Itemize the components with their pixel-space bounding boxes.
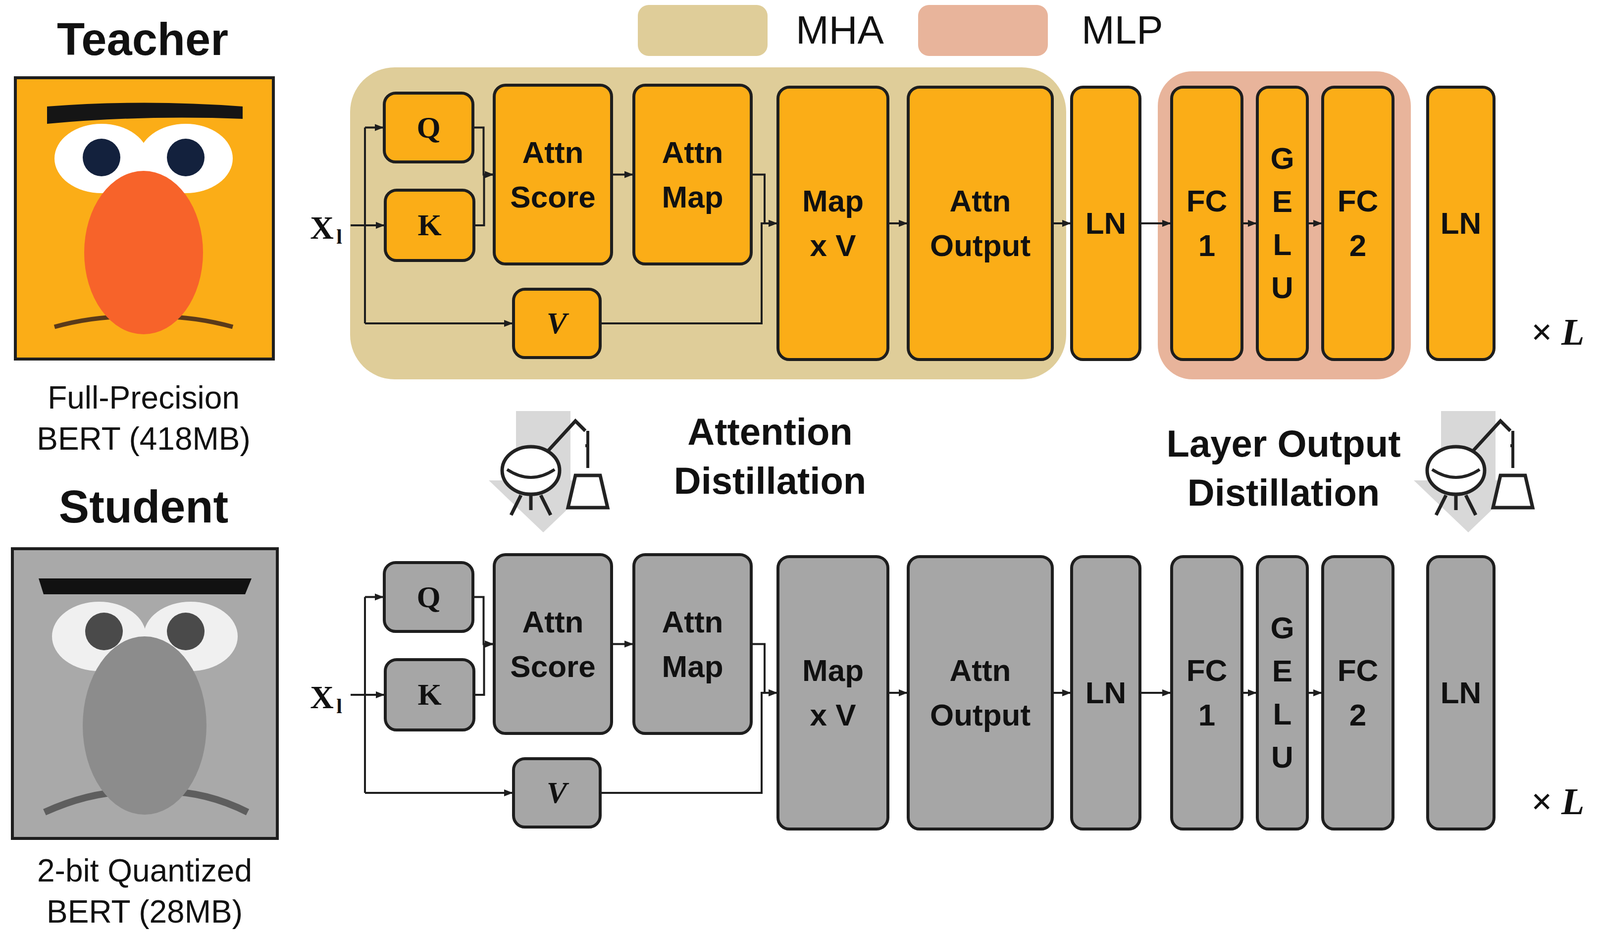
process-box: K	[383, 658, 476, 732]
input-wire	[350, 693, 365, 696]
flow-arrow	[613, 173, 633, 176]
flow-arrow	[475, 174, 493, 226]
box-label: Q	[416, 574, 441, 620]
input-wire	[364, 224, 384, 227]
box-label: V	[546, 301, 568, 346]
process-box: Map x V	[776, 555, 890, 831]
flow-arrow	[1308, 691, 1322, 694]
box-label: FC 2	[1337, 178, 1379, 268]
box-label: FC 2	[1337, 648, 1379, 738]
flow-arrow	[889, 222, 907, 225]
box-label: Attn Map	[662, 130, 724, 220]
input-wire	[364, 791, 513, 794]
flow-arrow	[1141, 222, 1171, 225]
process-box: LN	[1070, 85, 1142, 362]
distill-icon	[488, 411, 608, 533]
box-label: Attn Output	[929, 648, 1031, 738]
text-label: Layer Output Distillation	[1149, 419, 1418, 518]
process-box: Q	[382, 91, 475, 164]
text-label: Student	[58, 477, 229, 537]
text-label: Teacher	[56, 9, 229, 70]
text-label: 2-bit Quantized BERT (28MB)	[3, 850, 286, 933]
box-label: Attn Score	[510, 599, 596, 689]
process-box: LN	[1426, 85, 1496, 362]
teacher-illustration	[15, 77, 274, 360]
process-box: Map x V	[776, 85, 890, 362]
box-label: LN	[1085, 670, 1127, 716]
legend-swatch	[918, 4, 1048, 56]
box-label: V	[546, 770, 568, 816]
process-box: FC 1	[1170, 555, 1244, 831]
distill-icon	[1413, 411, 1533, 533]
flow-arrow	[752, 174, 777, 224]
student-illustration	[12, 548, 278, 839]
box-label: Attn Output	[929, 178, 1031, 268]
flow-arrow	[613, 643, 633, 646]
flow-arrow	[474, 597, 493, 645]
flow-arrow	[474, 127, 493, 175]
flow-arrow	[1243, 222, 1256, 225]
process-box: GELU	[1255, 555, 1309, 831]
box-label: GELU	[1267, 137, 1298, 310]
box-label: Attn Score	[510, 130, 596, 220]
text-label: × L	[1530, 776, 1585, 826]
text-label: l	[336, 692, 343, 721]
process-box: Attn Score	[492, 83, 614, 266]
box-label: Q	[416, 105, 441, 151]
flow-arrow	[889, 691, 907, 694]
flow-arrow	[1308, 222, 1322, 225]
process-box: FC 2	[1321, 85, 1395, 362]
flow-arrow	[1243, 691, 1256, 694]
legend-text: MHA	[795, 7, 884, 53]
box-label: K	[417, 203, 442, 248]
box-label: FC 1	[1186, 178, 1228, 268]
process-box: K	[383, 188, 476, 262]
text-label: Full-Precision BERT (418MB)	[2, 377, 285, 460]
process-box: Attn Score	[492, 553, 614, 735]
input-wire	[364, 693, 384, 696]
text-label: Attention Distillation	[651, 407, 889, 506]
box-label: LN	[1440, 670, 1482, 716]
process-box: Attn Map	[632, 83, 753, 266]
box-label: Attn Map	[662, 599, 724, 689]
process-box: FC 1	[1170, 85, 1244, 362]
input-wire	[350, 224, 365, 227]
text-label: l	[336, 223, 343, 251]
text-label: × L	[1530, 307, 1585, 357]
text-label: X	[309, 206, 334, 250]
process-box: LN	[1070, 555, 1142, 831]
process-box: Attn Output	[906, 555, 1054, 831]
flow-arrow	[1053, 691, 1071, 694]
flow-arrow	[475, 644, 493, 696]
legend-swatch	[637, 4, 768, 56]
flow-arrow	[752, 644, 777, 694]
legend-text: MLP	[1081, 7, 1164, 53]
box-label: GELU	[1267, 606, 1298, 779]
box-label: Map x V	[802, 648, 864, 738]
mlp-band	[1157, 71, 1411, 380]
flow-arrow	[1053, 222, 1071, 225]
input-wire	[364, 596, 383, 599]
process-box: V	[512, 757, 602, 829]
process-box: GELU	[1255, 85, 1309, 362]
text-label: X	[309, 675, 334, 719]
process-box: V	[512, 287, 602, 360]
input-wire	[364, 126, 383, 129]
process-box: Q	[382, 561, 475, 633]
input-wire	[364, 322, 513, 325]
box-label: LN	[1440, 201, 1482, 246]
box-label: K	[417, 672, 442, 718]
box-label: LN	[1085, 201, 1127, 246]
box-label: FC 1	[1186, 648, 1228, 738]
process-box: Attn Output	[906, 85, 1054, 362]
box-label: Map x V	[802, 178, 864, 268]
process-box: FC 2	[1321, 555, 1395, 831]
process-box: Attn Map	[632, 553, 753, 735]
flow-arrow	[1141, 691, 1171, 694]
process-box: LN	[1426, 555, 1496, 831]
mha-band	[350, 67, 1067, 380]
